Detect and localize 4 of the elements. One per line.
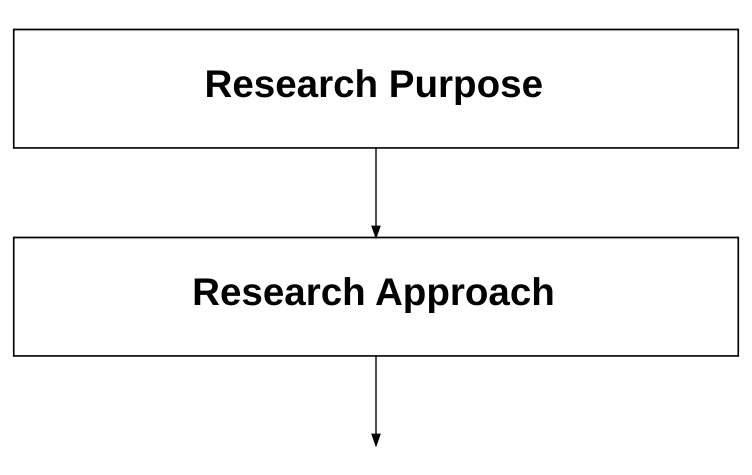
arrow: [371, 148, 381, 239]
node-box: Research Approach: [12, 236, 740, 356]
node-box: Research Purpose: [12, 28, 740, 148]
arrow: [371, 356, 381, 447]
